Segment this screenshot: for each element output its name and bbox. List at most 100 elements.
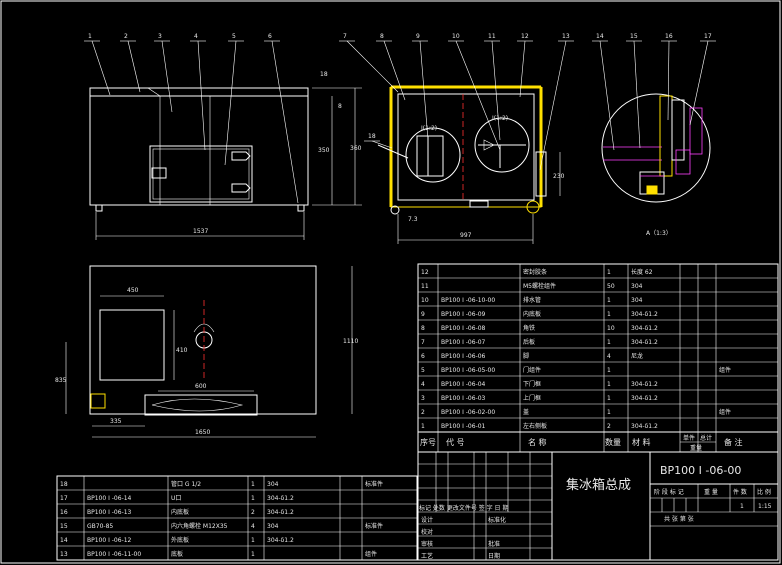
bom-cell: 下门框 (523, 380, 541, 388)
dim-front-small: 8 (338, 103, 342, 110)
bom-cell: 组件 (365, 550, 377, 558)
bom-cell: 304 (267, 481, 279, 488)
tb-weight: 重 量 (704, 488, 718, 496)
balloon-15: 15 (630, 33, 638, 40)
tb-design: 设计 (421, 516, 433, 524)
bom-cell: 1 (251, 551, 255, 558)
bom-cell: 1 (251, 481, 255, 488)
bom-cell: 14 (60, 537, 68, 544)
bom-cell: BP100 I -06-01 (441, 423, 486, 430)
bom-cell: 底板 (171, 550, 183, 558)
tb-sheet-row: 共 张 第 张 (664, 515, 694, 523)
bom-cell: 8 (421, 325, 425, 332)
dim-plan-h3: 1110 (343, 338, 358, 345)
front-view: 1537 350 360 18 8 (89, 71, 362, 240)
bom-cell: 内六角螺栓 M12X35 (171, 522, 228, 530)
bom-cell: 304 (631, 297, 643, 304)
bom-cell: 1 (607, 339, 611, 346)
dim-plan-b2: 1650 (195, 429, 210, 436)
bom-cell: 2 (421, 409, 425, 416)
tb-sheet-count-label: 件 数 (733, 488, 747, 496)
dim-plan-b1: 335 (110, 418, 122, 425)
detail-a-label: A（1:3） (646, 230, 672, 237)
bom-cell: 304 (631, 283, 643, 290)
bom-cell: 7 (421, 339, 425, 346)
bom-cell: 左右侧板 (523, 422, 547, 430)
bom-row: 15 GB70-85 内六角螺栓 M12X35 4 304 标准件 (60, 522, 383, 530)
balloon-3: 3 (158, 33, 162, 40)
hdr-remark: 备 注 (724, 437, 743, 447)
title-block: 序号 代 号 名 称 数量 材 料 单件 总计 重量 备 注 (417, 431, 779, 561)
bom-cell: BP100 I -06-04 (441, 381, 486, 388)
bom-cell: BP100 I -06-06 (441, 353, 486, 360)
bom-cell: 304-δ1.2 (631, 325, 658, 332)
bom-cell: 13 (60, 551, 68, 558)
hdr-total: 总计 (700, 434, 712, 442)
bom-cell: BP100 I -06-03 (441, 395, 486, 402)
tb-scale: 1:15 (758, 503, 772, 510)
bom-cell: 1 (607, 311, 611, 318)
tb-check: 校对 (421, 528, 433, 536)
bom-cell: GB70-85 (87, 523, 113, 530)
bom-cell: 4 (421, 381, 425, 388)
bom-cell: 1 (421, 423, 425, 430)
bom-cell: 3 (421, 395, 425, 402)
bom-cell: 304 (267, 523, 279, 530)
balloon-17: 17 (704, 33, 712, 40)
balloon-11: 11 (488, 33, 496, 40)
balloon-10: 10 (452, 33, 460, 40)
bom-cell: 304-δ1.2 (267, 495, 294, 502)
bom-cell: 长度 62 (631, 268, 653, 276)
balloon-16: 16 (665, 33, 673, 40)
bom-cell: BP100 I -06-07 (441, 339, 486, 346)
bom-cell: 标准件 (365, 522, 383, 530)
tb-scale-label: 比 例 (757, 488, 771, 496)
bom-cell: 15 (60, 523, 68, 530)
bom-cell: 1 (607, 367, 611, 374)
bom-cell: 11 (421, 283, 429, 290)
bom-cell: 2 (251, 509, 255, 516)
section-right-label: I(1:2) (492, 115, 508, 122)
dim-side-left: 7.3 (408, 216, 418, 223)
balloon-13: 13 (562, 33, 570, 40)
bom-cell: 4 (607, 353, 611, 360)
balloon-8: 8 (380, 33, 384, 40)
side-view: I(1:2) I(1:2) 997 7.3 230 (377, 85, 565, 244)
bom-cell: 内底板 (523, 310, 541, 318)
bom-cell: 1 (607, 297, 611, 304)
bom-cell: M5螺栓组件 (523, 282, 556, 290)
bom-cell: 9 (421, 311, 425, 318)
bom-cell: 1 (607, 395, 611, 402)
bom-cell: BP100 I -06-08 (441, 325, 486, 332)
drawing-title: 集冰箱总成 (566, 477, 631, 493)
hdr-weight: 重量 (690, 444, 702, 452)
balloon-6: 6 (268, 33, 272, 40)
bom-cell: 标准件 (365, 480, 383, 488)
bom-cell: 上门框 (523, 394, 541, 402)
bom-cell: 1 (607, 409, 611, 416)
balloon-2: 2 (124, 33, 128, 40)
bom-cell: BP100 I -06-13 (87, 509, 132, 516)
bom-cell: 1 (251, 495, 255, 502)
bom-cell: BP100 I -06-12 (87, 537, 132, 544)
section-left-label: I(1:2) (421, 125, 437, 132)
bom-cell: 12 (421, 269, 429, 276)
bom-cell: 4 (251, 523, 255, 530)
plan-view: 450 600 410 835 1110 335 1650 (55, 265, 358, 438)
bom-cell: 盖 (523, 408, 529, 416)
